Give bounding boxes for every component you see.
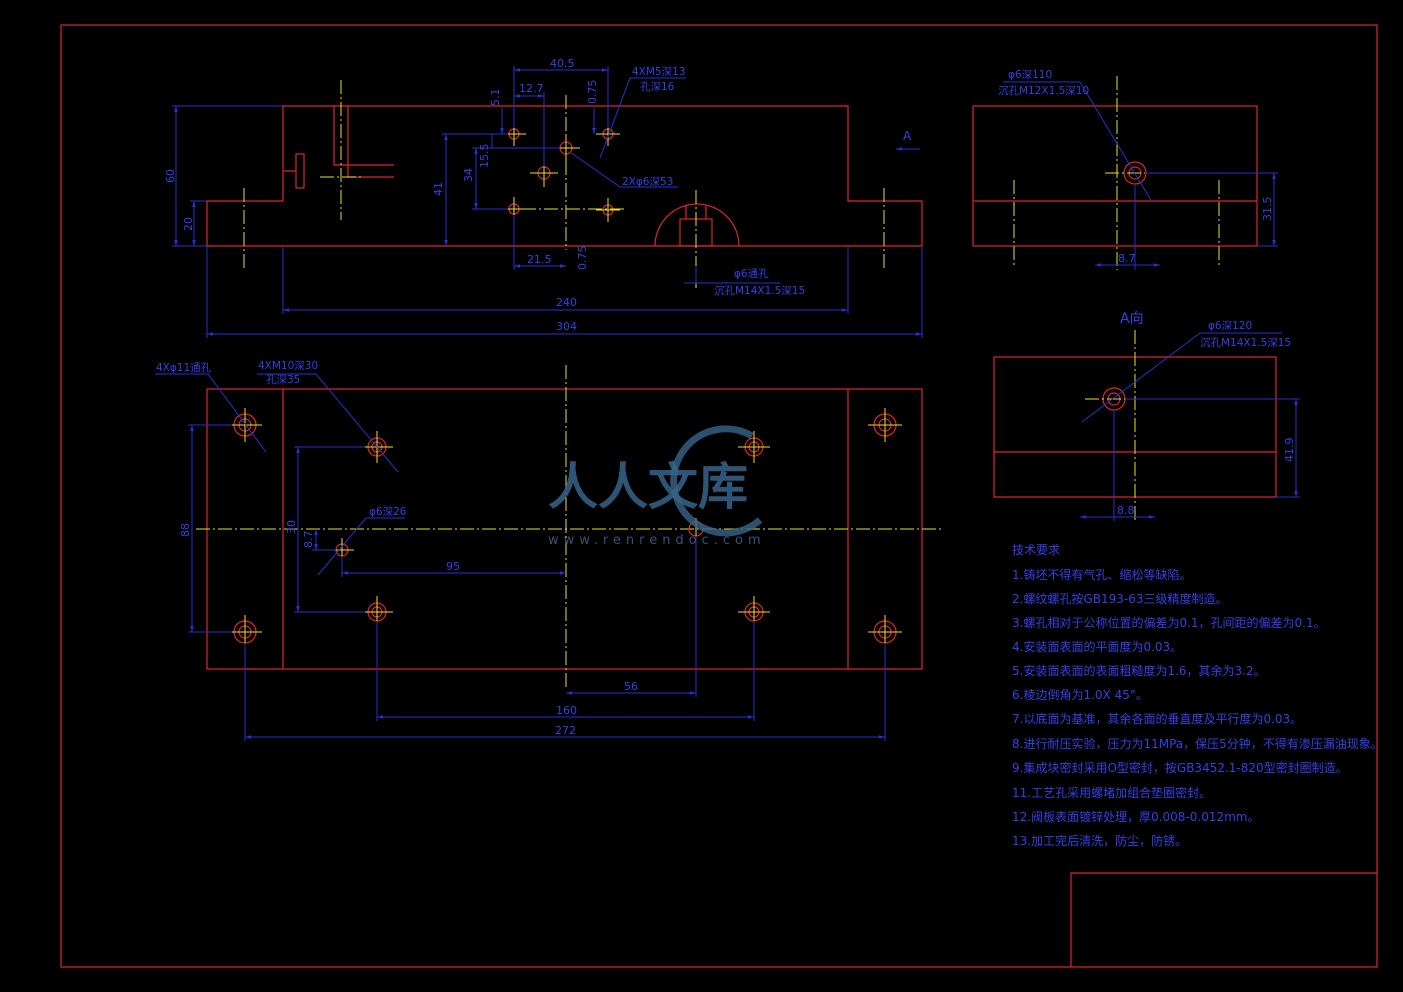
a-view-title: A向 — [1120, 311, 1144, 327]
front-view: 40.5 12.7 0.75 5.1 15.5 34 41 60 20 21.5… — [164, 57, 923, 338]
dim-21-5: 21.5 — [527, 253, 552, 266]
callout-m10-line1: 4XM10深30 — [258, 360, 318, 372]
through-hole — [228, 408, 262, 442]
callout-m14-line2: 沉孔M14X1.5深15 — [714, 284, 805, 297]
tech-item: 2.螺纹螺孔按GB193-63三级精度制造。 — [1012, 591, 1228, 606]
dim-20: 20 — [182, 217, 195, 231]
tech-title: 技术要求 — [1012, 543, 1060, 557]
dim-56: 56 — [624, 680, 638, 693]
front-hole — [596, 122, 620, 146]
dim-34: 34 — [462, 168, 475, 182]
a-callout-line2: 沉孔M14X1.5深15 — [1200, 336, 1291, 349]
dim-30: 30 — [285, 520, 298, 534]
tech-item: 5.安装面表面的表面粗糙度为1.6，其余为3.2。 — [1012, 663, 1266, 678]
a-view: A向 φ6深120 沉孔M14X1.5深15 41.9 8.8 — [993, 311, 1300, 521]
tech-item: 1.铸坯不得有气孔、缩松等缺陷。 — [1012, 567, 1191, 582]
callout-4x11: 4Xφ11通孔 — [156, 361, 212, 374]
side-callout-line2: 沉孔M12X1.5深10 — [998, 84, 1089, 97]
watermark-text: 人人文库 — [548, 458, 748, 516]
tech-item: 9.集成块密封采用O型密封，按GB3452.1-820型密封圈制造。 — [1012, 760, 1348, 775]
side-callout-line1: φ6深110 — [1008, 69, 1052, 81]
dim-41-9: 41.9 — [1283, 438, 1296, 463]
dim-15-5: 15.5 — [478, 144, 491, 169]
through-hole — [868, 408, 902, 442]
dim-304: 304 — [556, 320, 577, 333]
drawing-frame — [60, 24, 1378, 968]
callout-pin: 2Xφ6深53 — [622, 176, 673, 188]
dim-88: 88 — [179, 523, 192, 537]
callout-m10-line2: 孔深35 — [266, 373, 300, 386]
front-hole — [596, 198, 620, 222]
callout-pin26: φ6深26 — [369, 506, 407, 518]
watermark: 人人文库 www.renrendoc.com — [548, 425, 766, 548]
top-view: 4Xφ11通孔 4XM10深30 孔深35 φ6深26 88 30 8.7 95… — [155, 360, 944, 741]
tech-item: 8.进行耐压实验，压力为11MPa，保压5分钟，不得有渗压漏油现象。 — [1012, 736, 1383, 751]
watermark-url: www.renrendoc.com — [548, 533, 766, 548]
tech-item: 7.以底面为基准，其余各面的垂直度及平行度为0.03。 — [1012, 711, 1302, 726]
dim-8-7-top: 8.7 — [302, 531, 315, 549]
dim-272: 272 — [555, 724, 576, 737]
dim-160: 160 — [556, 704, 577, 717]
callout-m5-line1: 4XM5深13 — [632, 66, 685, 78]
callout-m14-line1: φ6通孔 — [734, 267, 769, 280]
tech-item: 3.螺孔相对于公称位置的偏差为0.1，孔间距的偏差为0.1。 — [1012, 615, 1326, 630]
threaded-hole — [738, 431, 770, 463]
dim-0-75-bottom: 0.75 — [576, 246, 589, 271]
side-view: φ6深110 沉孔M12X1.5深10 31.5 8.7 — [972, 69, 1278, 270]
view-marker-a: A — [903, 129, 912, 143]
dim-12-7: 12.7 — [519, 82, 544, 95]
tech-item: 4.安装面表面的平面度为0.03。 — [1012, 639, 1182, 654]
watermark-logo-arc — [670, 425, 763, 537]
dim-8-8: 8.8 — [1117, 504, 1135, 517]
dim-5-1: 5.1 — [489, 89, 502, 107]
dim-95: 95 — [446, 560, 460, 573]
tech-item: 11.工艺孔采用螺堵加组合垫圈密封。 — [1012, 785, 1211, 800]
dim-31-5: 31.5 — [1261, 197, 1274, 222]
dim-0-75-top: 0.75 — [586, 80, 599, 105]
dim-40-5: 40.5 — [550, 57, 575, 70]
tech-item: 13.加工完后清洗，防尘，防锈。 — [1012, 833, 1187, 848]
dim-8-7-side: 8.7 — [1118, 252, 1136, 265]
tech-requirements: 技术要求 1.铸坯不得有气孔、缩松等缺陷。 2.螺纹螺孔按GB193-63三级精… — [1012, 543, 1383, 848]
tech-item: 6.棱边倒角为1.0X 45°。 — [1012, 687, 1148, 702]
a-callout-line1: φ6深120 — [1208, 320, 1252, 332]
callout-m5-line2: 孔深16 — [640, 80, 675, 93]
tech-item: 12.阀板表面镀锌处理，厚0.008-0.012mm。 — [1012, 810, 1260, 824]
dim-41: 41 — [432, 182, 445, 196]
dim-60: 60 — [164, 169, 177, 183]
dim-240: 240 — [556, 296, 577, 309]
